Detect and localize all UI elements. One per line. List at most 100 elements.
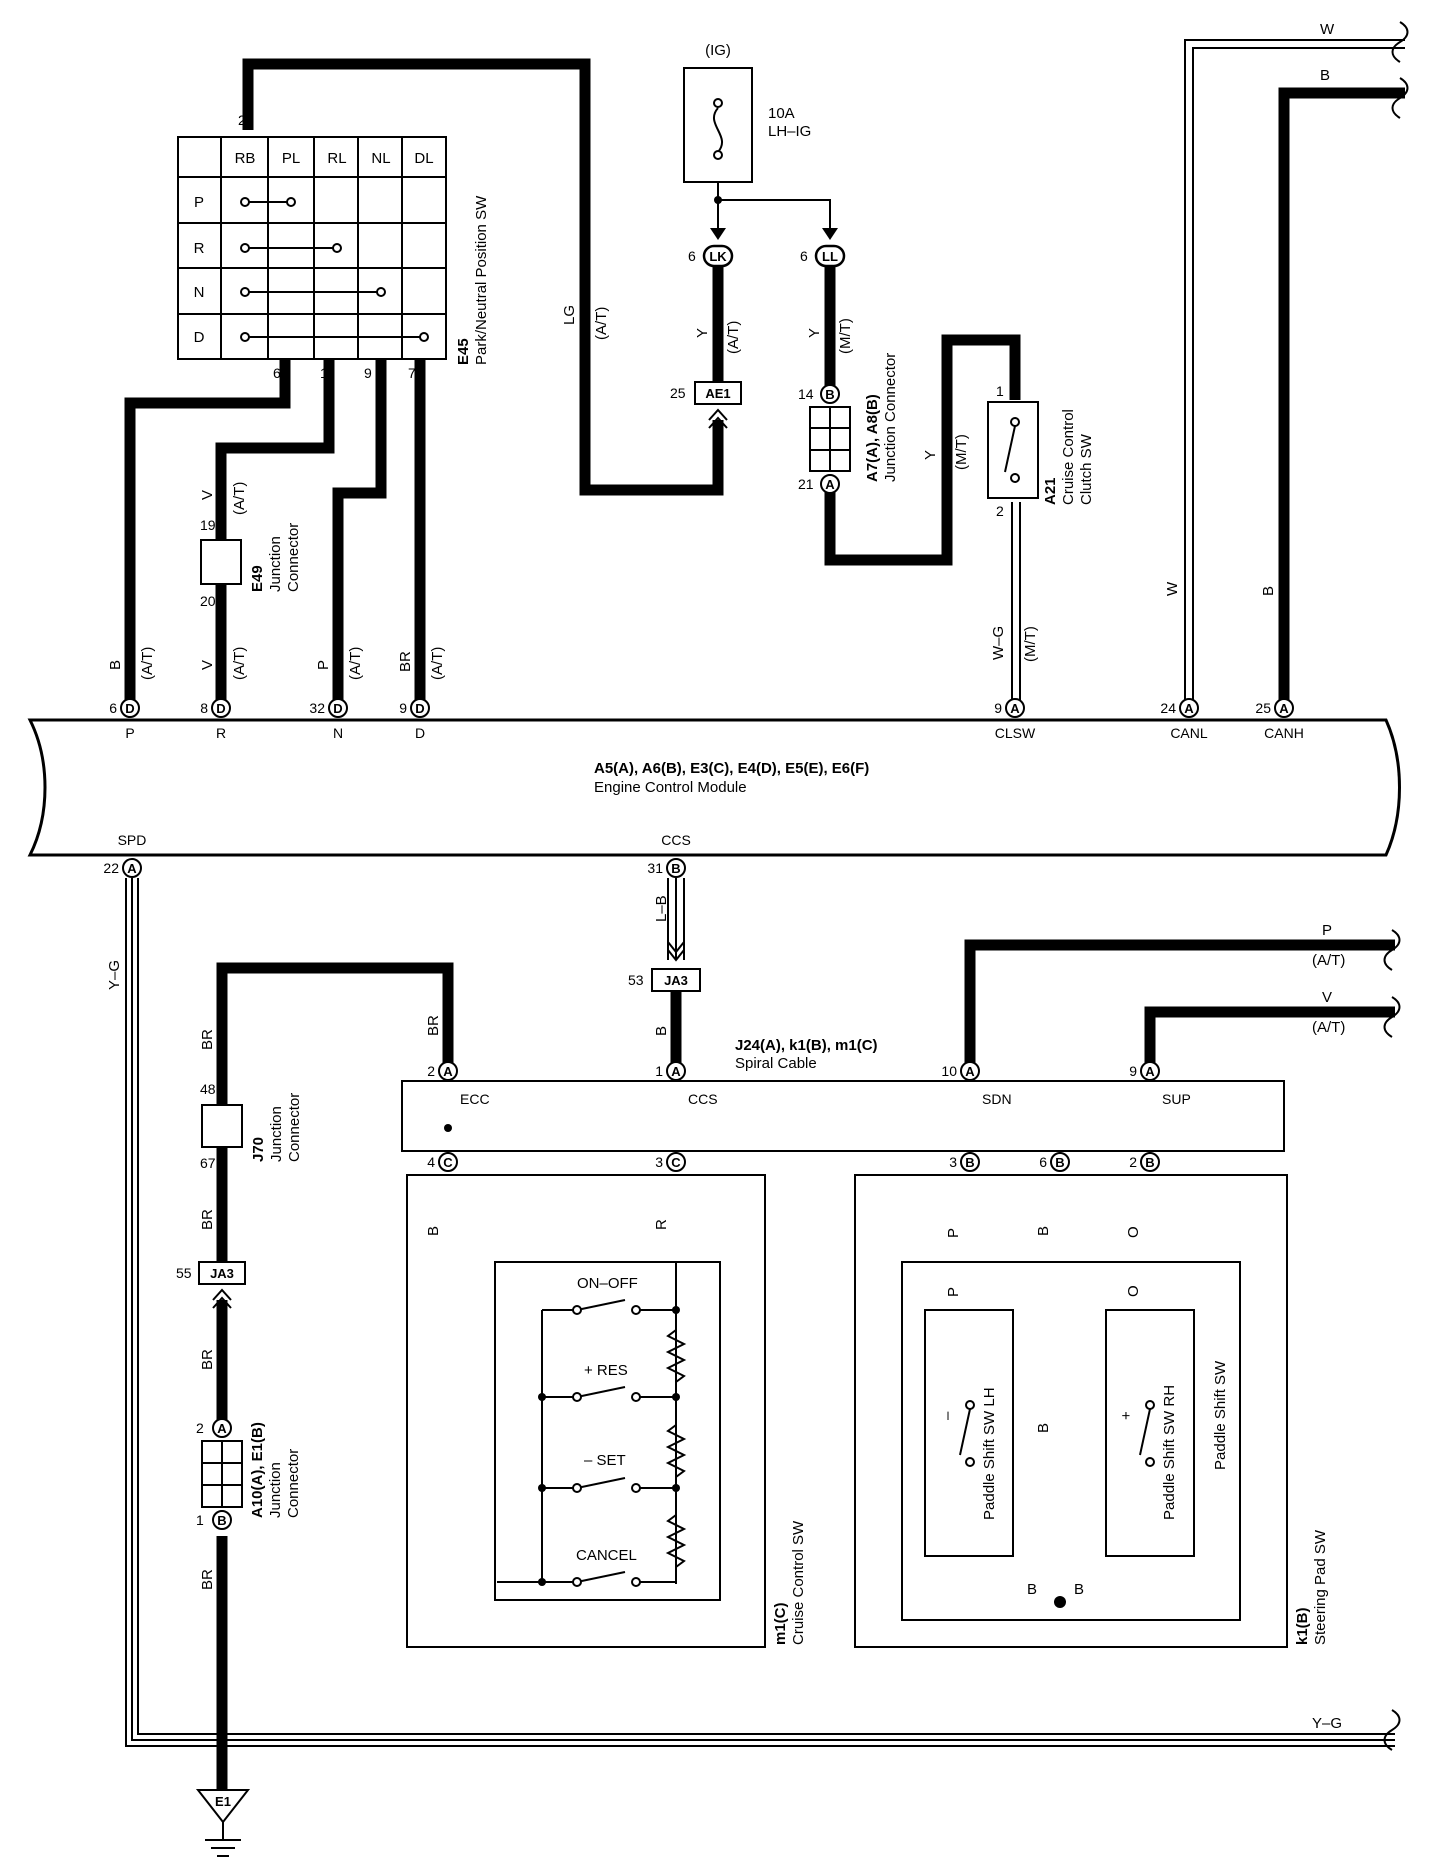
ecm-bot-pin-number: 22 [103, 860, 119, 876]
paddle-name: Paddle Shift SW [1212, 1360, 1229, 1470]
a21-y-label: Y [922, 450, 939, 460]
ecm-top-pin-number: 8 [200, 700, 208, 716]
p-at-label: (A/T) [347, 647, 364, 680]
spiral-top-pin-terminal [438, 1061, 458, 1081]
v-right-label: V [1322, 989, 1332, 1006]
e45-header: RB [235, 150, 256, 167]
ecm-top-pin-name: N [333, 725, 343, 741]
switch-set: – SET [584, 1452, 626, 1469]
ecm-top-pin-number: 6 [109, 700, 117, 716]
e49-name1: Junction [267, 536, 284, 592]
e49-junction-connector: 19 20 E49 Junction Connector [200, 517, 302, 609]
spiral-top-pin-number: 10 [941, 1063, 957, 1079]
yg-label-left: Y–G [106, 960, 123, 990]
j70-id: J70 [250, 1137, 267, 1162]
pad-b-label-3: B [1027, 1581, 1037, 1598]
spiral-bot-pin-number: 4 [427, 1154, 435, 1170]
connector-ja3-lower: JA3 55 [176, 1261, 246, 1309]
e45-pin-1: 1 [320, 365, 328, 381]
yg-label-right: Y–G [1312, 1715, 1342, 1732]
ecm-bot-pin-code: A [127, 861, 137, 876]
ecm-name: Engine Control Module [594, 779, 747, 796]
a10-junction-connector: A 2 B 1 A10(A), E1(B) Junction Connector [196, 1418, 302, 1530]
ecm-id: A5(A), A6(B), E3(C), E4(D), E5(E), E6(F) [594, 760, 869, 777]
ccs-b-label: B [653, 1026, 670, 1036]
b-right-label: B [1320, 67, 1330, 84]
e45-name: Park/Neutral Position SW [473, 195, 490, 365]
a7-bot-pin: 21 [798, 476, 814, 492]
e45-pin-9: 9 [364, 365, 372, 381]
wg-label: W–G [990, 626, 1007, 660]
spiral-bot-pin-code: B [1145, 1155, 1154, 1170]
cruise-r-label: R [653, 1219, 670, 1230]
p-at-label: (A/T) [1312, 952, 1345, 969]
a10-id: A10(A), E1(B) [249, 1422, 266, 1518]
steering-pad-switch: P P B B O O B B – + Paddle Shift SW LH P… [854, 1174, 1329, 1648]
spiral-bot-pin-terminal [438, 1152, 458, 1172]
cruise-b-label: B [425, 1226, 442, 1236]
j70-junction-connector: 48 67 J70 Junction Connector [200, 1081, 303, 1171]
ig-label: (IG) [705, 42, 731, 59]
br-label-4: BR [199, 1569, 216, 1590]
pad-minus: – [939, 1411, 956, 1420]
break-mark [1391, 21, 1409, 63]
e45-pin-6: 6 [273, 365, 281, 381]
ecm-top-pin-code: D [125, 701, 134, 716]
spiral-top-pin-code: A [443, 1064, 453, 1079]
e45-pin-2: 2 [238, 112, 246, 128]
ecm-top-pin-code: D [333, 701, 342, 716]
spiral-bot-pin-number: 6 [1039, 1154, 1047, 1170]
a10-bot-pin: 1 [196, 1512, 204, 1528]
spiral-top-pin-terminal [1140, 1061, 1160, 1081]
spiral-bot-pin-number: 2 [1129, 1154, 1137, 1170]
spiral-top-pin-code: A [671, 1064, 681, 1079]
e45-row-label: P [194, 194, 204, 211]
ecm-bot-pin-code: B [671, 861, 680, 876]
spiral-top-pin-number: 2 [427, 1063, 435, 1079]
ll-y-label: Y [806, 328, 823, 338]
ecm-top-pin-terminal [328, 698, 348, 718]
a21-clutch-switch: 1 2 A21 Cruise Control Clutch SW [987, 383, 1095, 519]
upper-wire-labels: LG (A/T) Y (A/T) Y (M/T) Y (M/T) V (A/T)… [107, 305, 1277, 680]
ecm-bot-pin-terminal [666, 858, 686, 878]
v-label-lower: V [199, 660, 216, 670]
spiral-pin-name: SDN [982, 1091, 1012, 1107]
spiral-pin-name: ECC [460, 1091, 490, 1107]
ae1-code: AE1 [705, 386, 730, 401]
pad-rh-name: Paddle Shift SW RH [1161, 1385, 1178, 1520]
ecm-top-pin-number: 24 [1160, 700, 1176, 716]
spiral-bot-pin-terminal [1140, 1152, 1160, 1172]
fuse-amp: 10A [768, 105, 795, 122]
spiral-bot-pin-number: 3 [655, 1154, 663, 1170]
spiral-top-pin-terminal [666, 1061, 686, 1081]
e45-id: E45 [455, 338, 472, 365]
connector-ae1: AE1 25 [670, 381, 742, 429]
cruise-id: m1(C) [772, 1602, 789, 1645]
pad-o-label-1: O [1125, 1226, 1142, 1238]
break-mark [1391, 77, 1409, 119]
e45-header: DL [414, 150, 433, 167]
j70-pin-top: 48 [200, 1081, 216, 1097]
pad-p-label-1: P [945, 1228, 962, 1238]
lk-code: LK [709, 249, 727, 264]
a21-mt-label: (M/T) [953, 434, 970, 470]
spiral-bot-pin-terminal [666, 1152, 686, 1172]
pad-b-label-2: B [1035, 1423, 1052, 1433]
connector-ja3-upper: JA3 53 [628, 941, 701, 992]
can-w-label: W [1164, 581, 1181, 596]
p-label: P [315, 660, 332, 670]
br-label-1: BR [199, 1029, 216, 1050]
spiral-bot-pin-code: B [965, 1155, 974, 1170]
a7-name: Junction Connector [882, 353, 899, 482]
e45-row-label: R [194, 240, 205, 257]
e49-id: E49 [249, 565, 266, 592]
j70-name1: Junction [268, 1106, 285, 1162]
spiral-bot-pin-number: 3 [949, 1154, 957, 1170]
v-at-label-upper: (A/T) [231, 482, 248, 515]
lb-label: L–B [653, 895, 670, 922]
j70-name2: Connector [286, 1093, 303, 1162]
switch-on-off: ON–OFF [577, 1275, 638, 1292]
connector-ll: LL 6 [800, 228, 846, 268]
